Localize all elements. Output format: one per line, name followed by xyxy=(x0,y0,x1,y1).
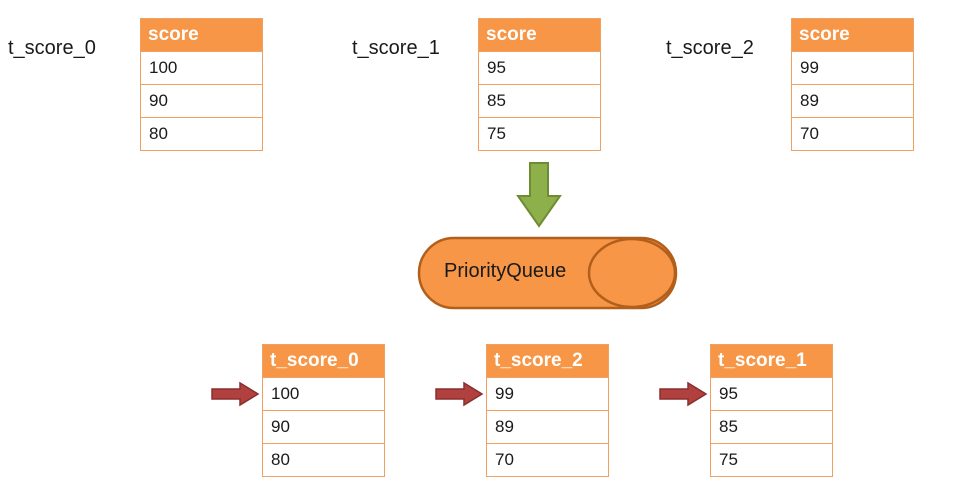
table-header: t_score_1 xyxy=(711,345,832,377)
input-table-t-score-1: score 95 85 75 xyxy=(478,18,601,151)
table-header: score xyxy=(792,19,913,51)
pointer-arrow-icon xyxy=(435,381,484,407)
table-header: t_score_0 xyxy=(263,345,384,377)
table-row: 100 xyxy=(263,377,384,410)
table-header: score xyxy=(479,19,600,51)
input-label-t-score-2: t_score_2 xyxy=(666,37,754,59)
input-label-t-score-0: t_score_0 xyxy=(8,37,96,59)
table-row: 70 xyxy=(487,443,608,476)
table-row: 95 xyxy=(479,51,600,84)
table-row: 75 xyxy=(711,443,832,476)
input-table-t-score-0: score 100 90 80 xyxy=(140,18,263,151)
output-table-3: t_score_1 95 85 75 xyxy=(710,344,833,477)
input-table-t-score-2: score 99 89 70 xyxy=(791,18,914,151)
table-row: 99 xyxy=(487,377,608,410)
table-row: 89 xyxy=(792,84,913,117)
table-row: 80 xyxy=(141,117,262,150)
output-table-2: t_score_2 99 89 70 xyxy=(486,344,609,477)
table-row: 85 xyxy=(479,84,600,117)
table-row: 99 xyxy=(792,51,913,84)
table-header: t_score_2 xyxy=(487,345,608,377)
table-row: 85 xyxy=(711,410,832,443)
table-row: 70 xyxy=(792,117,913,150)
table-header: score xyxy=(141,19,262,51)
priority-queue-shape xyxy=(417,236,678,310)
table-row: 75 xyxy=(479,117,600,150)
output-table-1: t_score_0 100 90 80 xyxy=(262,344,385,477)
table-row: 89 xyxy=(487,410,608,443)
table-row: 95 xyxy=(711,377,832,410)
table-row: 90 xyxy=(141,84,262,117)
pointer-arrow-icon xyxy=(211,381,260,407)
table-row: 90 xyxy=(263,410,384,443)
down-arrow-icon xyxy=(516,162,562,228)
table-row: 80 xyxy=(263,443,384,476)
input-label-t-score-1: t_score_1 xyxy=(352,37,440,59)
pointer-arrow-icon xyxy=(659,381,708,407)
priority-queue-label: PriorityQueue xyxy=(444,260,567,282)
table-row: 100 xyxy=(141,51,262,84)
